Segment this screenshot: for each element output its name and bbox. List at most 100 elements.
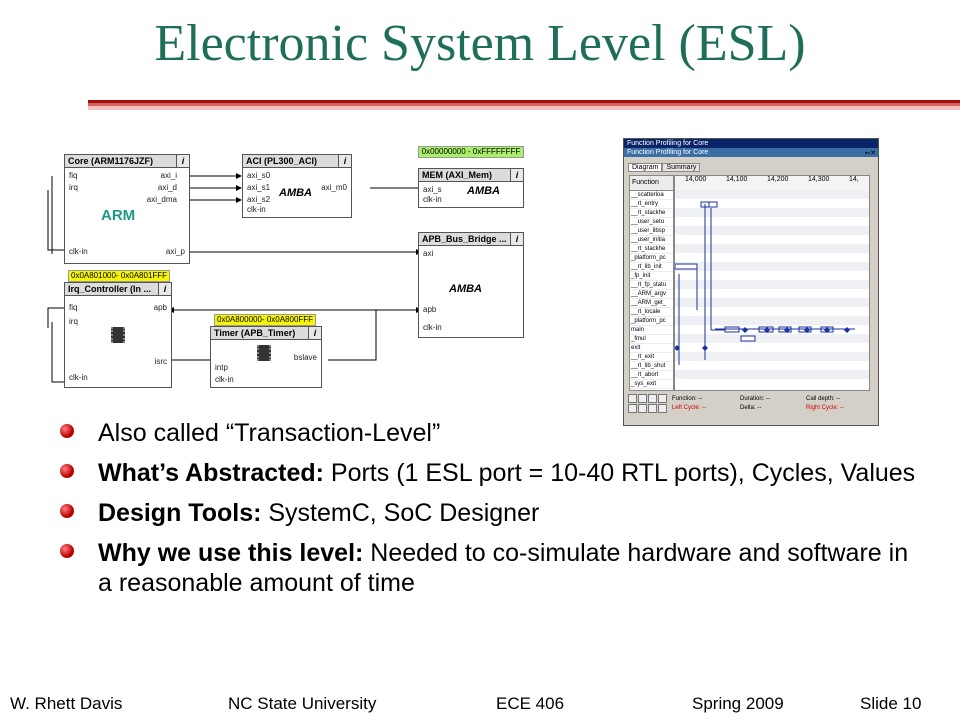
bridge-port-axi: axi — [423, 249, 434, 258]
function-list-item[interactable]: __scatterloa — [630, 191, 673, 200]
function-list-item[interactable]: __user_initia — [630, 236, 673, 245]
function-list-item[interactable]: __rt_exit — [630, 353, 673, 362]
toolbar-icon[interactable] — [658, 404, 667, 413]
core-title: Core (ARM1176JZF) — [65, 155, 189, 168]
aci-info-icon[interactable]: i — [338, 155, 351, 167]
function-list-item[interactable]: __rt_lib_shut — [630, 362, 673, 371]
function-list-item[interactable]: __rt_abort — [630, 371, 673, 380]
function-list-item[interactable]: _sys_exit — [630, 380, 673, 389]
core-port-axi-i: axi_i — [160, 171, 177, 180]
toolbar-icon[interactable] — [628, 404, 637, 413]
function-list-item[interactable]: main — [630, 326, 673, 335]
bridge-amba-logo: AMBA — [449, 283, 482, 295]
core-block[interactable]: Core (ARM1176JZF) i fiq irq axi_i axi_d … — [64, 154, 190, 264]
toolbar-icon[interactable] — [628, 394, 637, 403]
mem-block[interactable]: MEM (AXI_Mem) i axi_s AMBA clk-in — [418, 168, 524, 208]
timeline-row — [675, 190, 869, 199]
bullet-item: Design Tools: SystemC, SoC Designer — [60, 498, 920, 528]
timeline-row — [675, 361, 869, 370]
diagram-wires — [47, 173, 424, 383]
function-column-header: Function — [630, 176, 673, 191]
apb-bridge-block[interactable]: APB_Bus_Bridge ... i axi AMBA apb clk-in — [418, 232, 524, 338]
timeline-row — [675, 334, 869, 343]
irq-controller-block[interactable]: Irq_Controller (In ... i fiq irq apb isr… — [64, 282, 172, 388]
arm-logo: ARM — [101, 207, 136, 224]
toolbar-icon[interactable] — [638, 394, 647, 403]
function-list-item[interactable]: __ARM_argv — [630, 290, 673, 299]
core-info-icon[interactable]: i — [176, 155, 189, 167]
timeline-row — [675, 370, 869, 379]
function-list-item[interactable]: __rt_stackhe — [630, 245, 673, 254]
timeline-row — [675, 343, 869, 352]
toolbar-icon[interactable] — [648, 394, 657, 403]
core-port-axi-p: axi_p — [165, 247, 185, 256]
timeline-event-marker — [784, 327, 790, 333]
aci-port-s2: axi_s2 — [247, 195, 271, 204]
function-list-item[interactable]: _fp_init — [630, 272, 673, 281]
function-list-item[interactable]: _fmul — [630, 335, 673, 344]
aci-block[interactable]: ACI (PL300_ACI) i axi_s0 axi_s1 axi_s2 a… — [242, 154, 352, 218]
function-list-item[interactable]: __user_setu — [630, 218, 673, 227]
timeline-tick-label: 14,100 — [726, 176, 748, 183]
function-list-item[interactable]: __rt_fp_statu — [630, 281, 673, 290]
bullet-icon — [60, 544, 74, 558]
toolbar-icon[interactable] — [648, 404, 657, 413]
bullet-list: Also called “Transaction-Level” What’s A… — [60, 418, 920, 608]
timer-title: Timer (APB_Timer) — [211, 327, 321, 340]
bridge-port-clk: clk-in — [423, 323, 442, 332]
timer-port-clk: clk-in — [215, 375, 234, 384]
tab-summary[interactable]: Summary — [662, 163, 701, 172]
timeline-row — [675, 289, 869, 298]
core-port-axi-d: axi_d — [157, 183, 177, 192]
timeline-chart — [675, 190, 869, 388]
timeline-call-bar — [675, 263, 698, 270]
function-list-item[interactable]: _platform_pc — [630, 254, 673, 263]
function-profiling-window: Function Profiling for Core Function Pro… — [623, 138, 879, 426]
irq-title: Irq_Controller (In ... — [65, 283, 171, 296]
function-list-item[interactable]: _platform_pc — [630, 317, 673, 326]
irq-port-clk: clk-in — [69, 373, 88, 382]
function-list-item[interactable]: __ARM_get_ — [630, 299, 673, 308]
function-list-rows: __scatterloa__rt_entry__rt_stackhe__user… — [630, 191, 673, 389]
bullet-item: What’s Abstracted: Ports (1 ESL port = 1… — [60, 458, 920, 488]
timeline-tick-label: 14,200 — [767, 176, 789, 183]
timer-block[interactable]: Timer (APB_Timer) i bslave intp clk-in — [210, 326, 322, 388]
timeline-event-marker — [804, 327, 810, 333]
timeline-row — [675, 280, 869, 289]
bullet-bold: What’s Abstracted: — [98, 459, 324, 487]
bullet-text: SystemC, SoC Designer — [261, 499, 540, 527]
mem-amba-logo: AMBA — [467, 185, 500, 197]
window-control-buttons[interactable]: ▪▫✕ — [865, 150, 876, 157]
tab-diagram[interactable]: Diagram — [628, 163, 663, 172]
function-list-item[interactable]: __rt_locale — [630, 308, 673, 317]
irq-port-isrc: isrc — [154, 357, 167, 366]
bullet-bold: Why we use this level: — [98, 539, 364, 567]
status-function: Function: -- — [672, 396, 703, 402]
aci-port-s1: axi_s1 — [247, 183, 271, 192]
function-list-item[interactable]: __rt_stackhe — [630, 209, 673, 218]
core-port-fiq: fiq — [69, 171, 78, 180]
function-list-item[interactable]: __rt_lib_init — [630, 263, 673, 272]
irq-info-icon[interactable]: i — [158, 283, 171, 295]
bridge-info-icon[interactable]: i — [510, 233, 523, 245]
status-duration: Duration: -- — [740, 396, 771, 402]
function-list-item[interactable]: __user_libsp — [630, 227, 673, 236]
toolbar-icon[interactable] — [638, 404, 647, 413]
mem-port-clk: clk-in — [423, 195, 442, 204]
timer-address-range: 0x0A800000- 0x0A800FFF — [214, 314, 317, 326]
bullet-item: Also called “Transaction-Level” — [60, 418, 920, 448]
timeline-row — [675, 316, 869, 325]
status-right-cycle: Right Cycle: -- — [806, 405, 845, 411]
function-list-item[interactable]: exit — [630, 344, 673, 353]
mem-info-icon[interactable]: i — [510, 169, 523, 181]
aci-title: ACI (PL300_ACI) — [243, 155, 351, 168]
toolbar-icon[interactable] — [658, 394, 667, 403]
function-list-item[interactable]: __rt_entry — [630, 200, 673, 209]
timeline-tick-label: 14,000 — [685, 176, 707, 183]
bullet-text: Also called “Transaction-Level” — [98, 419, 441, 447]
timer-info-icon[interactable]: i — [308, 327, 321, 339]
timeline-row — [675, 307, 869, 316]
bullet-icon — [60, 424, 74, 438]
footer-author: W. Rhett Davis — [10, 694, 123, 713]
title-divider — [88, 100, 960, 110]
